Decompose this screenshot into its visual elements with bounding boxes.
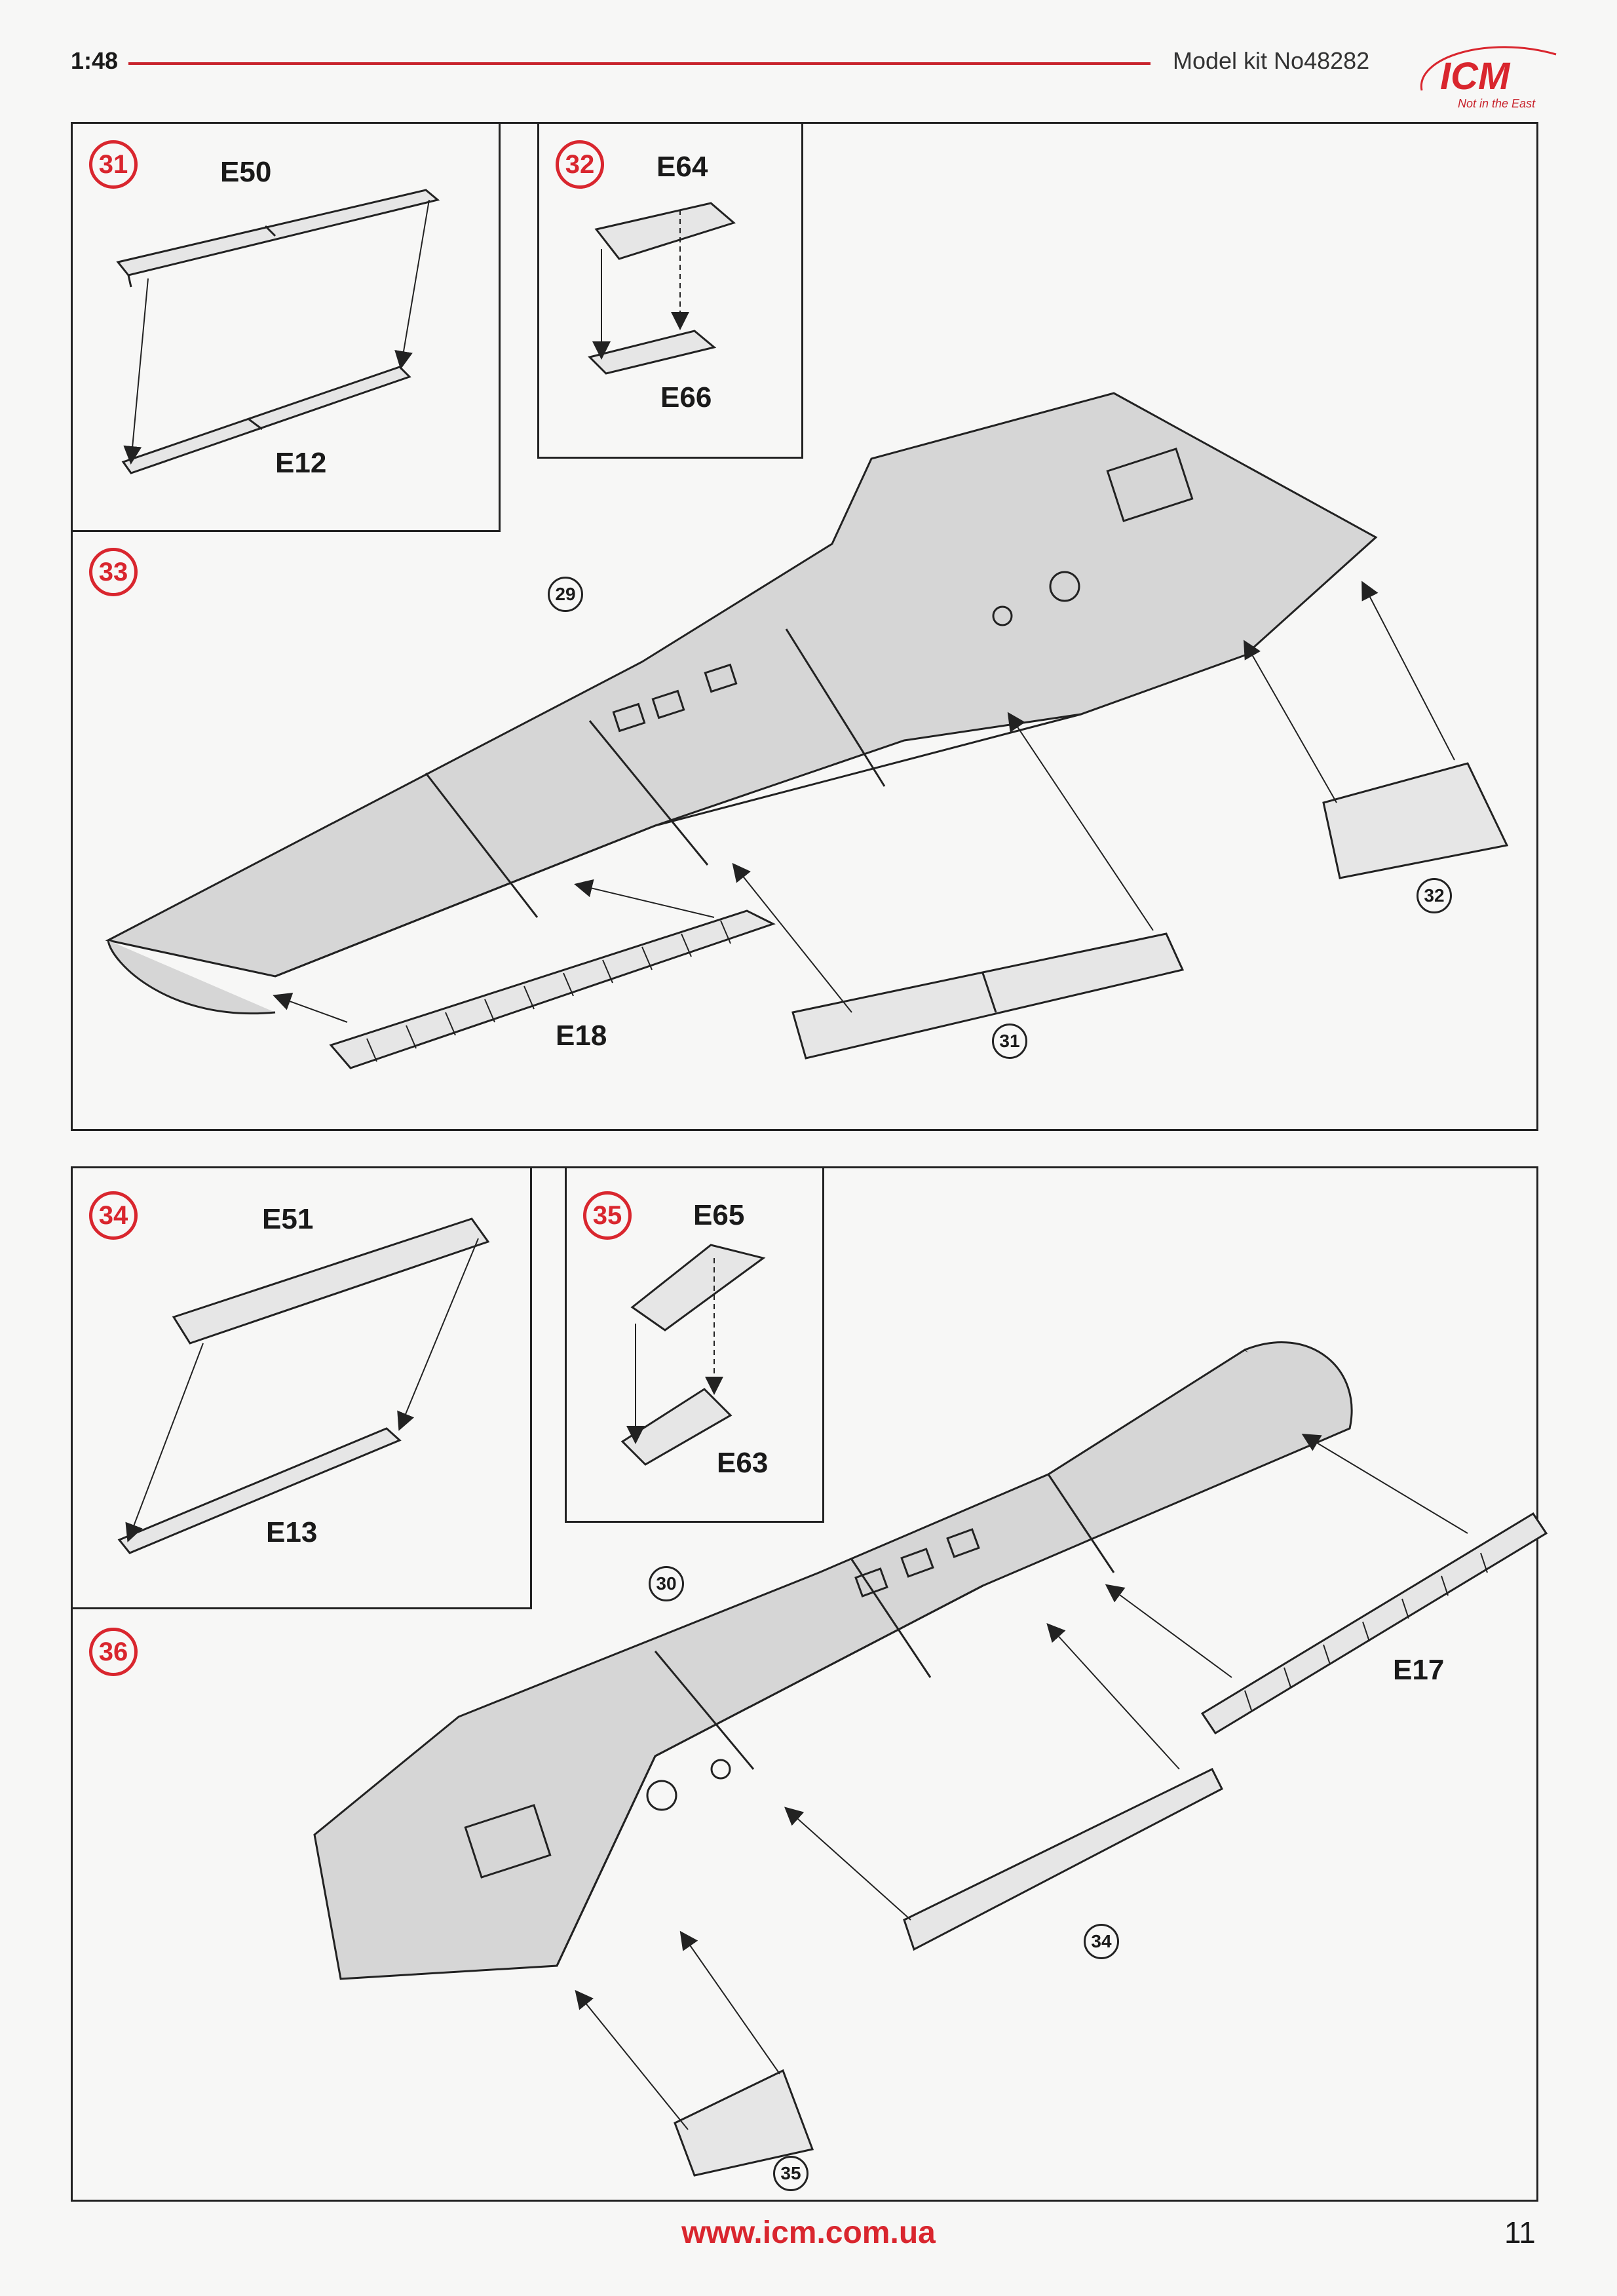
part-34-drawing — [903, 1767, 1224, 1951]
part-e66-drawing — [588, 330, 717, 375]
panel-step-31-33 — [71, 122, 1538, 1131]
part-label-e17: E17 — [1393, 1654, 1445, 1686]
part-label-e66: E66 — [660, 381, 712, 413]
part-e50-drawing — [116, 189, 440, 288]
part-e13-drawing — [117, 1427, 402, 1554]
ref-circle-34: 34 — [1084, 1924, 1119, 1959]
part-label-e50: E50 — [220, 156, 272, 188]
panel-step-35-inset — [565, 1166, 824, 1523]
page-number: 11 — [1504, 2215, 1536, 2249]
part-e12-drawing — [121, 366, 411, 474]
step-badge-33: 33 — [89, 548, 138, 596]
panel-step-31-inset — [71, 122, 501, 532]
wing-29-drawing — [105, 392, 1378, 1015]
step-badge-32: 32 — [556, 140, 604, 189]
panel-step-32-inset — [537, 122, 803, 459]
part-35-drawing — [674, 2069, 814, 2177]
part-label-e18: E18 — [556, 1020, 607, 1052]
step-badge-34: 34 — [89, 1191, 138, 1240]
panel-step-34-inset — [71, 1166, 532, 1609]
part-label-e63: E63 — [717, 1447, 769, 1479]
part-e64-drawing — [594, 202, 736, 260]
step-badge-35: 35 — [583, 1191, 632, 1240]
part-e18-drawing — [329, 909, 776, 1069]
part-label-e65: E65 — [693, 1199, 745, 1231]
part-e51-drawing — [172, 1217, 490, 1345]
ref-circle-32: 32 — [1417, 878, 1452, 913]
ref-circle-35: 35 — [773, 2156, 808, 2191]
step-badge-31: 31 — [89, 140, 138, 189]
scale-label: 1:48 — [71, 47, 119, 74]
part-e17-drawing — [1200, 1512, 1548, 1735]
part-label-e64: E64 — [656, 151, 708, 183]
header-rule — [128, 62, 1151, 65]
panel-step-34-36 — [71, 1166, 1538, 2202]
ref-circle-31: 31 — [992, 1024, 1027, 1059]
footer-url: www.icm.com.ua — [681, 2215, 936, 2250]
ref-circle-30: 30 — [649, 1566, 684, 1601]
wing-30-drawing — [313, 1341, 1353, 1980]
part-31-drawing — [791, 932, 1185, 1060]
ref-circle-29: 29 — [548, 577, 583, 612]
kit-number: Model kit No48282 — [1173, 47, 1370, 74]
logo-tagline: Not in the East — [1458, 97, 1536, 110]
part-label-e13: E13 — [266, 1516, 318, 1548]
logo-text: ICM — [1440, 55, 1511, 98]
part-label-e12: E12 — [275, 447, 327, 479]
part-label-e51: E51 — [262, 1203, 314, 1235]
icm-logo-icon: ICM — [1420, 46, 1557, 98]
part-e63-drawing — [620, 1388, 732, 1466]
part-32-drawing — [1322, 762, 1509, 879]
part-e65-drawing — [630, 1244, 766, 1331]
step-badge-36: 36 — [89, 1628, 138, 1676]
